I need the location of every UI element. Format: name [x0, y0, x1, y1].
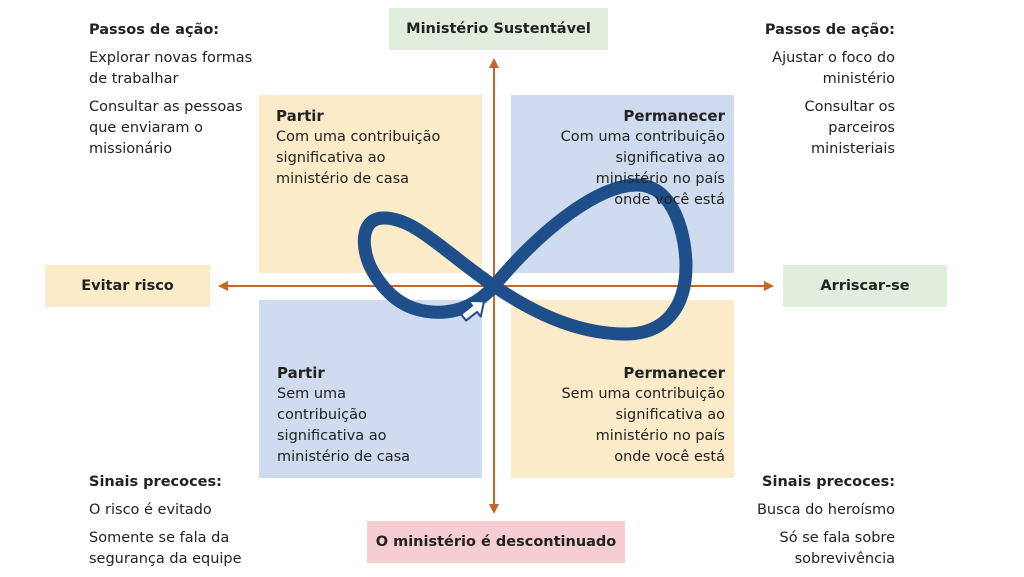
corner-line: Somente se fala da segurança da equipe [89, 530, 242, 567]
quadrant-title: Permanecer [623, 364, 725, 382]
corner-line: Só se fala sobre sobrevivência [779, 530, 895, 567]
quadrant-title: Permanecer [623, 107, 725, 125]
quadrant-top-left: Partir Com uma contribuição significativ… [276, 106, 476, 190]
corner-heading: Sinais precoces: [762, 474, 895, 490]
label-bottom: O ministério é descontinuado [367, 521, 625, 563]
label-right: Arriscar-se [783, 265, 947, 307]
corner-line: Consultar as pessoas que enviaram o miss… [89, 99, 243, 157]
corner-line: Explorar novas formas de trabalhar [89, 50, 253, 87]
quadrant-body: Com uma contribuição significativa ao mi… [560, 129, 725, 208]
quadrant-title: Partir [276, 107, 324, 125]
corner-line: Consultar os parceiros ministeriais [804, 99, 895, 157]
direction-arrow-icon [460, 299, 486, 322]
corner-line: Busca do heroísmo [756, 502, 895, 518]
quadrant-body: Sem uma contribuição significativa ao mi… [561, 386, 725, 465]
corner-heading: Passos de ação: [89, 22, 220, 38]
infinity-loop [357, 178, 693, 341]
quadrant-bottom-right: Permanecer Sem uma contribuição signific… [545, 363, 725, 468]
quadrant-body: Com uma contribuição significativa ao mi… [276, 129, 441, 187]
quadrant-top-right: Permanecer Com uma contribuição signific… [545, 106, 725, 211]
quadrant-bottom-left-bg [259, 300, 482, 478]
quadrant-body: Sem uma contribuição significativa ao mi… [277, 386, 411, 465]
quadrant-title: Partir [277, 364, 325, 382]
label-top: Ministério Sustentável [389, 8, 608, 50]
quadrant-bottom-left: Partir Sem uma contribuição significativ… [277, 363, 467, 468]
corner-top-right: Passos de ação: Ajustar o foco do minist… [745, 20, 895, 167]
corner-line: Ajustar o foco do ministério [772, 50, 895, 87]
corner-top-left: Passos de ação: Explorar novas formas de… [89, 20, 269, 167]
corner-bottom-left: Sinais precoces: O risco é evitado Somen… [89, 472, 269, 577]
corner-bottom-right: Sinais precoces: Busca do heroísmo Só se… [735, 472, 895, 577]
corner-line: O risco é evitado [89, 502, 212, 518]
corner-heading: Passos de ação: [764, 22, 895, 38]
label-left: Evitar risco [45, 265, 210, 307]
corner-heading: Sinais precoces: [89, 474, 222, 490]
